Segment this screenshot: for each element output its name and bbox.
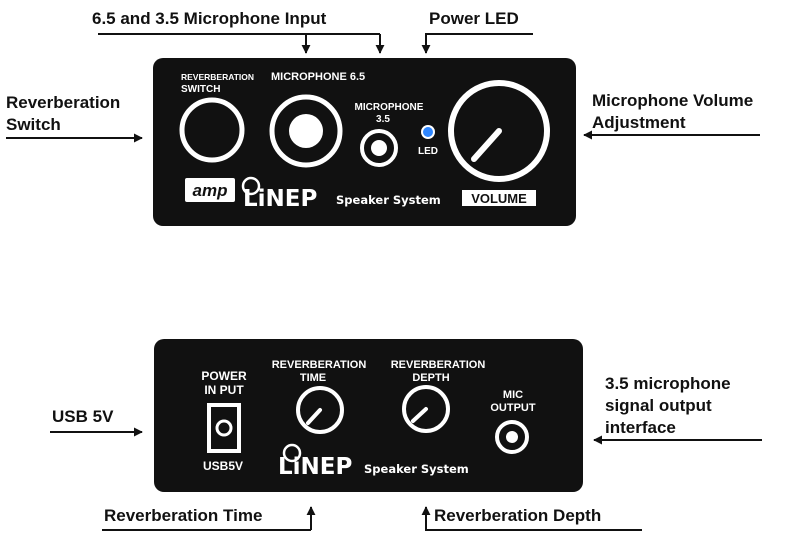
- amp-logo-box: [185, 178, 235, 202]
- volume-label: VOLUME: [471, 191, 527, 206]
- callout-signal-output-line3: interface: [605, 418, 676, 437]
- mic35-label-line1: MICROPHONE: [355, 102, 424, 113]
- reverb-depth-label-line2: DEPTH: [412, 372, 449, 384]
- callout-power-led: Power LED: [429, 9, 519, 28]
- mic35-jack-inner: [371, 140, 387, 156]
- callouts: 6.5 and 3.5 Microphone Input Power LED R…: [6, 9, 762, 531]
- usb5v-label: USB5V: [203, 459, 243, 473]
- callout-reverb-time: Reverberation Time: [104, 506, 262, 525]
- front-brand-logo: LiNEP: [243, 186, 317, 212]
- usb-port-socket: [215, 419, 233, 437]
- leader-power-led: [421, 33, 533, 54]
- mic-output-jack-inner: [506, 431, 518, 443]
- mic65-jack-inner: [289, 114, 323, 148]
- reverb-switch-label-line2: SWITCH: [181, 84, 220, 95]
- callout-signal-output-line2: signal output: [605, 396, 712, 415]
- power-input-label-line1: POWER: [201, 369, 247, 383]
- volume-knob-pointer: [471, 128, 502, 162]
- back-brand-mic-icon: [282, 443, 302, 463]
- power-led-light: [423, 127, 433, 137]
- callout-reverb-depth: Reverberation Depth: [434, 506, 601, 525]
- callout-signal-output-line1: 3.5 microphone: [605, 374, 731, 393]
- reverb-switch-label-line1: REVERBERATION: [181, 72, 254, 82]
- mic35-label-line2: 3.5: [376, 114, 390, 125]
- callout-reverb-switch-line2: Switch: [6, 115, 61, 134]
- volume-label-box: [462, 190, 536, 206]
- led-label: LED: [418, 146, 438, 157]
- reverb-time-label-line2: TIME: [300, 372, 326, 384]
- back-panel: POWER IN PUT USB5V REVERBERATION TIME RE…: [154, 339, 583, 492]
- back-brand-tagline: Speaker System: [364, 462, 469, 476]
- callout-reverb-switch-line1: Reverberation: [6, 93, 120, 112]
- callout-usb-5v: USB 5V: [52, 407, 114, 426]
- reverb-depth-label-line1: REVERBERATION: [391, 359, 486, 371]
- brand-mic-icon: [241, 176, 261, 196]
- callout-mic-volume-line1: Microphone Volume: [592, 91, 753, 110]
- back-brand-logo: LiNEP: [278, 454, 352, 480]
- amp-logo-text: amp: [193, 181, 228, 200]
- front-brand-tagline: Speaker System: [336, 193, 441, 207]
- power-input-label-line2: IN PUT: [204, 383, 244, 397]
- reverb-time-label-line1: REVERBERATION: [272, 359, 367, 371]
- mic-output-label-line1: MIC: [503, 389, 523, 401]
- back-panel-body: [154, 339, 583, 492]
- callout-mic-input: 6.5 and 3.5 Microphone Input: [92, 9, 327, 28]
- reverb-time-knob-pointer: [306, 408, 322, 425]
- callout-mic-volume-line2: Adjustment: [592, 113, 686, 132]
- reverb-depth-knob-pointer: [411, 407, 428, 423]
- front-panel: REVERBERATION SWITCH MICROPHONE 6.5 MICR…: [153, 58, 576, 226]
- mic65-label: MICROPHONE 6.5: [271, 71, 365, 83]
- mic-output-label-line2: OUTPUT: [490, 402, 536, 414]
- reverb-switch-button[interactable]: [179, 97, 245, 163]
